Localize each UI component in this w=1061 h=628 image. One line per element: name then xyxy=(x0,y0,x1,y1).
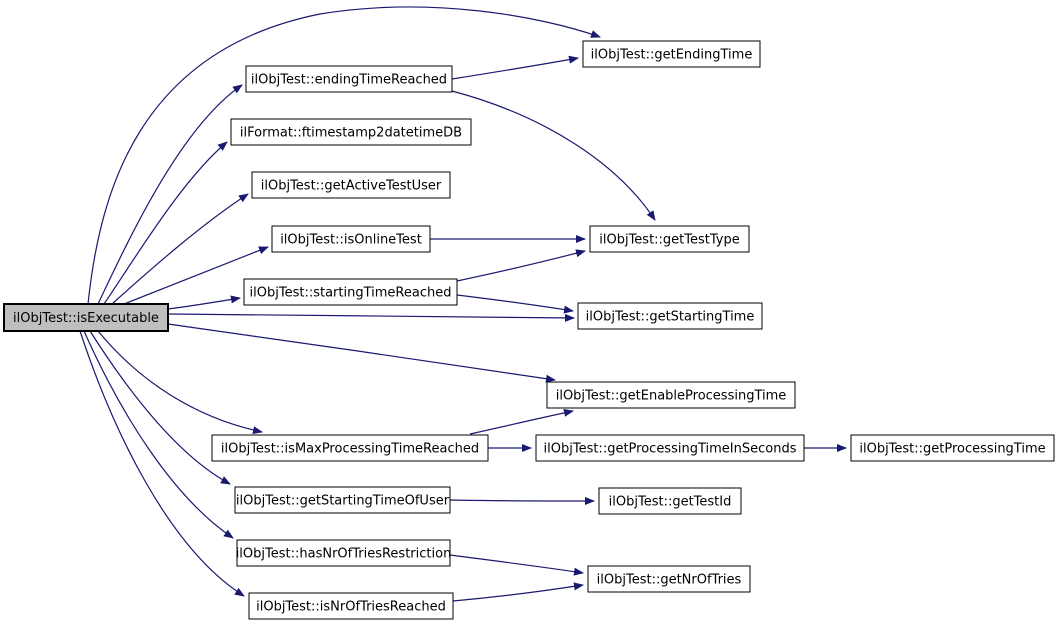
node-getTestId[interactable]: ilObjTest::getTestId xyxy=(598,487,742,515)
edge-isMaxProcessingTimeReached-to-getEnableProcessingTime xyxy=(469,408,574,435)
node-isOnlineTest[interactable]: ilObjTest::isOnlineTest xyxy=(271,225,431,253)
edges-layer xyxy=(79,6,847,602)
node-getNrOfTries[interactable]: ilObjTest::getNrOfTries xyxy=(587,565,751,593)
node-label-isOnlineTest: ilObjTest::isOnlineTest xyxy=(280,233,422,248)
node-box-getNrOfTries[interactable] xyxy=(587,565,751,593)
edge-startingTimeReached-to-getTestType xyxy=(456,249,586,282)
node-label-getNrOfTries: ilObjTest::getNrOfTries xyxy=(597,573,742,588)
node-hasNrOfTriesRestriction[interactable]: ilObjTest::hasNrOfTriesRestriction xyxy=(236,539,452,567)
edge-endingTimeReached-to-getEndingTime xyxy=(451,55,579,80)
edge-isExecutable-to-getActiveTestUser xyxy=(111,193,249,305)
node-box-getProcessingTimeInSeconds[interactable] xyxy=(535,434,805,462)
node-label-getStartingTimeOfUser: ilObjTest::getStartingTimeOfUser xyxy=(236,494,450,509)
edge-isExecutable-to-getEnableProcessingTime xyxy=(167,323,556,383)
nodes-layer: ilObjTest::isExecutable ilObjTest::ending… xyxy=(3,40,1055,620)
node-box-getTestType[interactable] xyxy=(589,225,750,253)
edge-endingTimeReached-to-getTestType xyxy=(451,90,656,221)
node-label-isMaxProcessingTimeReached: ilObjTest::isMaxProcessingTimeReached xyxy=(221,442,479,457)
node-label-getTestId: ilObjTest::getTestId xyxy=(609,495,732,510)
node-box-getEnableProcessingTime[interactable] xyxy=(546,381,796,409)
node-label-isExecutable: ilObjTest::isExecutable xyxy=(13,311,159,326)
node-label-getStartingTime: ilObjTest::getStartingTime xyxy=(586,310,755,325)
edge-isExecutable-to-endingTimeReached xyxy=(97,84,243,305)
node-box-getActiveTestUser[interactable] xyxy=(251,171,451,199)
edge-isExecutable-to-isNrOfTriesReached xyxy=(79,330,245,597)
node-getTestType[interactable]: ilObjTest::getTestType xyxy=(589,225,750,253)
node-getProcessingTimeInSeconds[interactable]: ilObjTest::getProcessingTimeInSeconds xyxy=(535,434,805,462)
node-label-getEnableProcessingTime: ilObjTest::getEnableProcessingTime xyxy=(556,389,787,404)
node-isMaxProcessingTimeReached[interactable]: ilObjTest::isMaxProcessingTimeReached xyxy=(211,434,489,462)
node-label-ftimestamp2datetimeDB: ilFormat::ftimestamp2datetimeDB xyxy=(240,126,462,141)
edge-isExecutable-to-getEndingTime xyxy=(87,6,601,305)
node-getStartingTimeOfUser[interactable]: ilObjTest::getStartingTimeOfUser xyxy=(234,486,451,514)
node-startingTimeReached[interactable]: ilObjTest::startingTimeReached xyxy=(243,278,458,306)
node-label-startingTimeReached: ilObjTest::startingTimeReached xyxy=(250,286,452,301)
node-box-isMaxProcessingTimeReached[interactable] xyxy=(211,434,489,462)
node-box-isExecutable[interactable] xyxy=(3,303,169,332)
node-box-isNrOfTriesReached[interactable] xyxy=(248,592,454,620)
node-getStartingTime[interactable]: ilObjTest::getStartingTime xyxy=(577,302,763,330)
node-getActiveTestUser[interactable]: ilObjTest::getActiveTestUser xyxy=(251,171,451,199)
node-label-getTestType: ilObjTest::getTestType xyxy=(599,233,740,248)
edge-isNrOfTriesReached-to-getNrOfTries xyxy=(452,582,584,602)
node-box-getProcessingTime[interactable] xyxy=(850,434,1055,462)
node-box-getStartingTimeOfUser[interactable] xyxy=(234,486,451,514)
node-box-getStartingTime[interactable] xyxy=(577,302,763,330)
node-box-getTestId[interactable] xyxy=(598,487,742,515)
edge-isExecutable-to-getStartingTimeOfUser xyxy=(89,330,231,485)
edge-isExecutable-to-isOnlineTest xyxy=(123,246,269,305)
node-box-hasNrOfTriesRestriction[interactable] xyxy=(236,539,451,567)
node-box-getEndingTime[interactable] xyxy=(582,40,761,68)
node-isExecutable[interactable]: ilObjTest::isExecutable xyxy=(3,303,169,332)
edge-hasNrOfTriesRestriction-to-getNrOfTries xyxy=(449,554,584,576)
edge-isExecutable-to-isMaxProcessingTimeReached xyxy=(97,330,263,435)
node-label-endingTimeReached: ilObjTest::endingTimeReached xyxy=(251,73,447,88)
node-isNrOfTriesReached[interactable]: ilObjTest::isNrOfTriesReached xyxy=(248,592,454,620)
edge-isExecutable-to-ftimestamp2datetimeDB xyxy=(103,141,228,305)
node-label-getEndingTime: ilObjTest::getEndingTime xyxy=(591,48,753,63)
edge-isExecutable-to-hasNrOfTriesRestriction xyxy=(83,330,234,539)
node-label-getProcessingTimeInSeconds: ilObjTest::getProcessingTimeInSeconds xyxy=(544,442,797,457)
edge-startingTimeReached-to-getStartingTime xyxy=(456,294,574,314)
node-getEnableProcessingTime[interactable]: ilObjTest::getEnableProcessingTime xyxy=(546,381,796,409)
edge-isExecutable-to-getStartingTime xyxy=(167,313,575,322)
edge-isExecutable-to-startingTimeReached xyxy=(167,295,241,310)
node-label-hasNrOfTriesRestriction: ilObjTest::hasNrOfTriesRestriction xyxy=(236,547,452,562)
edge-getStartingTimeOfUser-to-getTestId xyxy=(449,496,595,505)
node-getProcessingTime[interactable]: ilObjTest::getProcessingTime xyxy=(850,434,1055,462)
node-box-endingTimeReached[interactable] xyxy=(245,65,453,93)
node-box-ftimestamp2datetimeDB[interactable] xyxy=(230,118,472,146)
node-label-getProcessingTime: ilObjTest::getProcessingTime xyxy=(859,442,1045,457)
node-label-getActiveTestUser: ilObjTest::getActiveTestUser xyxy=(261,179,442,194)
node-ftimestamp2datetimeDB[interactable]: ilFormat::ftimestamp2datetimeDB xyxy=(230,118,472,146)
node-box-isOnlineTest[interactable] xyxy=(271,225,431,253)
node-endingTimeReached[interactable]: ilObjTest::endingTimeReached xyxy=(245,65,453,93)
node-getEndingTime[interactable]: ilObjTest::getEndingTime xyxy=(582,40,761,68)
node-box-startingTimeReached[interactable] xyxy=(243,278,458,306)
node-label-isNrOfTriesReached: ilObjTest::isNrOfTriesReached xyxy=(256,600,446,615)
